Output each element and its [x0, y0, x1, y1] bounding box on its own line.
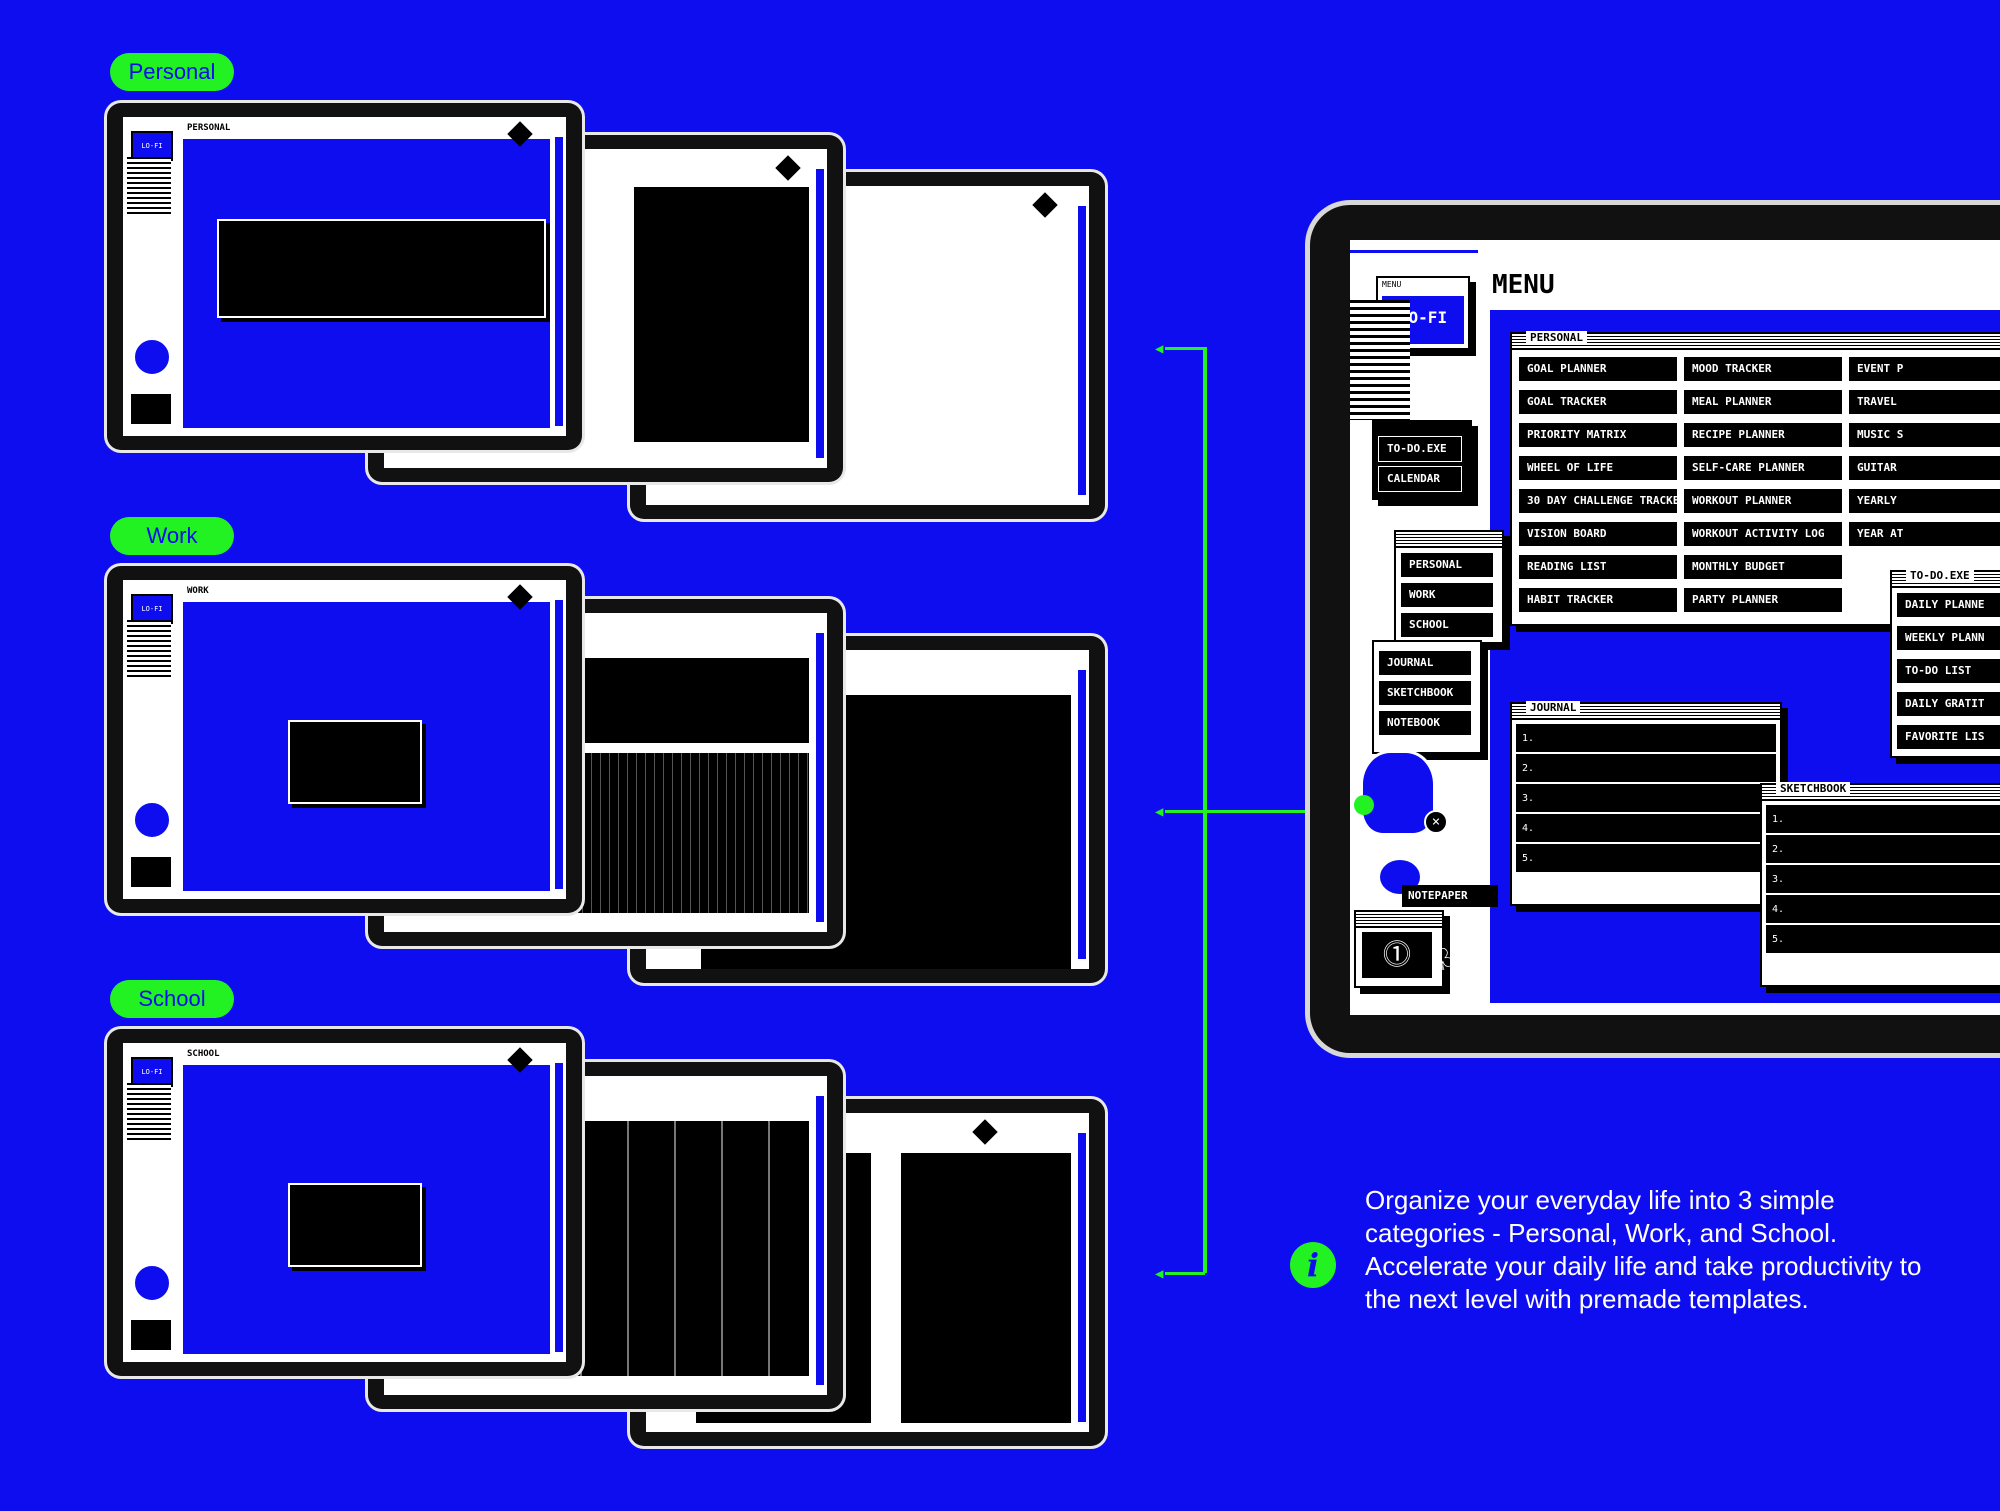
sketchbook-entry-row[interactable]: 2. [1766, 835, 2000, 865]
skull-icon [133, 338, 171, 376]
personal-menu [217, 219, 546, 318]
personal-template-button[interactable]: YEAR AT [1848, 521, 2000, 547]
connector-personal [1165, 347, 1205, 350]
personal-window: PERSONAL GOAL PLANNER GOAL TRACKER PRIORIT… [1510, 331, 2000, 626]
personal-template-button[interactable]: YEARLY [1848, 488, 2000, 514]
school-tablet-1: SCHOOL LO-FI [107, 1029, 582, 1376]
notebooks-window: JOURNAL SKETCHBOOK NOTEBOOK [1372, 640, 1482, 754]
personal-template-button[interactable]: MUSIC S [1848, 422, 2000, 448]
info-icon: i [1290, 1242, 1336, 1288]
personal-template-button[interactable]: VISION BOARD [1518, 521, 1678, 547]
work-menu [288, 720, 422, 804]
school-menu [288, 1183, 422, 1267]
personal-template-button[interactable]: PARTY PLANNER [1683, 587, 1843, 613]
skull-icon [133, 801, 171, 839]
tablet-title: SCHOOL [187, 1049, 220, 1059]
journal-button[interactable]: JOURNAL [1378, 650, 1472, 676]
personal-template-button[interactable]: 30 DAY CHALLENGE TRACKER [1518, 488, 1678, 514]
personal-template-button[interactable]: EVENT P [1848, 356, 2000, 382]
todo-template-button[interactable]: DAILY GRATIT [1896, 691, 2000, 717]
personal-template-button[interactable]: MEAL PLANNER [1683, 389, 1843, 415]
todo-template-button[interactable]: WEEKLY PLANN [1896, 625, 2000, 651]
alert-window[interactable]: ⓵ [1354, 910, 1444, 988]
sketchbook-button[interactable]: SKETCHBOOK [1378, 680, 1472, 706]
big-tablet-screen: MENU MENU LO-FI TO-DO.EXE CALENDAR PERSO… [1350, 240, 2000, 1015]
connector-school [1165, 1272, 1205, 1275]
work-tablet-1: WORK LO-FI [107, 566, 582, 913]
school-label: School [110, 980, 234, 1018]
todo-exe-title: TO-DO.EXE [1906, 569, 1974, 582]
personal-template-button[interactable]: RECIPE PLANNER [1683, 422, 1843, 448]
close-icon[interactable]: × [1424, 810, 1448, 834]
arrow-left-icon: ◀ [1155, 341, 1164, 357]
personal-template-button[interactable]: GOAL PLANNER [1518, 356, 1678, 382]
journal-entry-row[interactable]: 1. [1516, 724, 1776, 754]
personal-template-button[interactable]: WORKOUT ACTIVITY LOG [1683, 521, 1843, 547]
todo-exe-window: TO-DO.EXE DAILY PLANNE WEEKLY PLANN TO-DO … [1890, 569, 2000, 758]
connector-work [1165, 810, 1355, 813]
sketchbook-window: SKETCHBOOK 1.2.3.4.5. [1760, 782, 2000, 987]
stacked-windows [1350, 300, 1410, 420]
skull-icon [133, 1264, 171, 1302]
alert-icon: ⓵ [1362, 932, 1432, 978]
todo-window: TO-DO.EXE CALENDAR [1372, 420, 1472, 500]
work-label: Work [110, 517, 234, 555]
calendar-button[interactable]: CALENDAR [1378, 466, 1462, 492]
personal-template-button[interactable]: WORKOUT PLANNER [1683, 488, 1843, 514]
tablet-title: PERSONAL [187, 123, 231, 133]
journal-window-title: JOURNAL [1526, 701, 1581, 714]
personal-template-button[interactable]: TRAVEL [1848, 389, 2000, 415]
todo-template-button[interactable]: TO-DO LIST [1896, 658, 2000, 684]
alert-icon [129, 392, 173, 426]
work-button[interactable]: WORK [1400, 582, 1494, 608]
school-button[interactable]: SCHOOL [1400, 612, 1494, 638]
notepaper-button[interactable]: NOTEPAPER [1402, 885, 1498, 907]
personal-template-button[interactable]: MOOD TRACKER [1683, 356, 1843, 382]
tablet-title: WORK [187, 586, 209, 596]
lofi-logo: LO-FI [131, 131, 173, 161]
personal-tablet-1: PERSONAL LO-FI [107, 103, 582, 450]
personal-template-button[interactable]: GOAL TRACKER [1518, 389, 1678, 415]
lofi-window-header: MENU [1382, 280, 1402, 289]
alert-icon [129, 855, 173, 889]
sketchbook-entry-row[interactable]: 4. [1766, 895, 2000, 925]
categories-window: PERSONAL WORK SCHOOL [1394, 530, 1504, 644]
todo-exe-button[interactable]: TO-DO.EXE [1378, 436, 1462, 462]
personal-template-button[interactable]: SELF-CARE PLANNER [1683, 455, 1843, 481]
personal-template-button[interactable]: HABIT TRACKER [1518, 587, 1678, 613]
sketchbook-entry-row[interactable]: 3. [1766, 865, 2000, 895]
journal-window: JOURNAL 1.2.3.4.5. [1510, 701, 1782, 906]
journal-entry-row[interactable]: 5. [1516, 844, 1776, 874]
sketchbook-entry-row[interactable]: 5. [1766, 925, 2000, 955]
sketchbook-entry-row[interactable]: 1. [1766, 805, 2000, 835]
journal-entry-row[interactable]: 4. [1516, 814, 1776, 844]
description-text: Organize your everyday life into 3 simpl… [1365, 1185, 1922, 1314]
personal-button[interactable]: PERSONAL [1400, 552, 1494, 578]
cherry-icon: ♧ [1432, 940, 1454, 981]
todo-template-button[interactable]: FAVORITE LIS [1896, 724, 2000, 750]
todo-template-button[interactable]: DAILY PLANNE [1896, 592, 2000, 618]
page-title: MENU [1492, 270, 1555, 300]
personal-template-button[interactable]: MONTHLY BUDGET [1683, 554, 1843, 580]
sketchbook-window-title: SKETCHBOOK [1776, 782, 1851, 795]
personal-template-button[interactable]: WHEEL OF LIFE [1518, 455, 1678, 481]
arrow-left-icon: ◀ [1155, 804, 1164, 820]
journal-entry-row[interactable]: 3. [1516, 784, 1776, 814]
alert-icon [129, 1318, 173, 1352]
skull-icon[interactable] [1360, 750, 1436, 836]
arrow-left-icon: ◀ [1155, 1266, 1164, 1282]
personal-template-button[interactable]: PRIORITY MATRIX [1518, 422, 1678, 448]
green-dot-icon [1354, 795, 1374, 815]
personal-window-title: PERSONAL [1526, 331, 1587, 344]
personal-template-button[interactable]: GUITAR [1848, 455, 2000, 481]
personal-template-button[interactable]: READING LIST [1518, 554, 1678, 580]
personal-label: Personal [110, 53, 234, 91]
notebook-button[interactable]: NOTEBOOK [1378, 710, 1472, 736]
journal-entry-row[interactable]: 2. [1516, 754, 1776, 784]
